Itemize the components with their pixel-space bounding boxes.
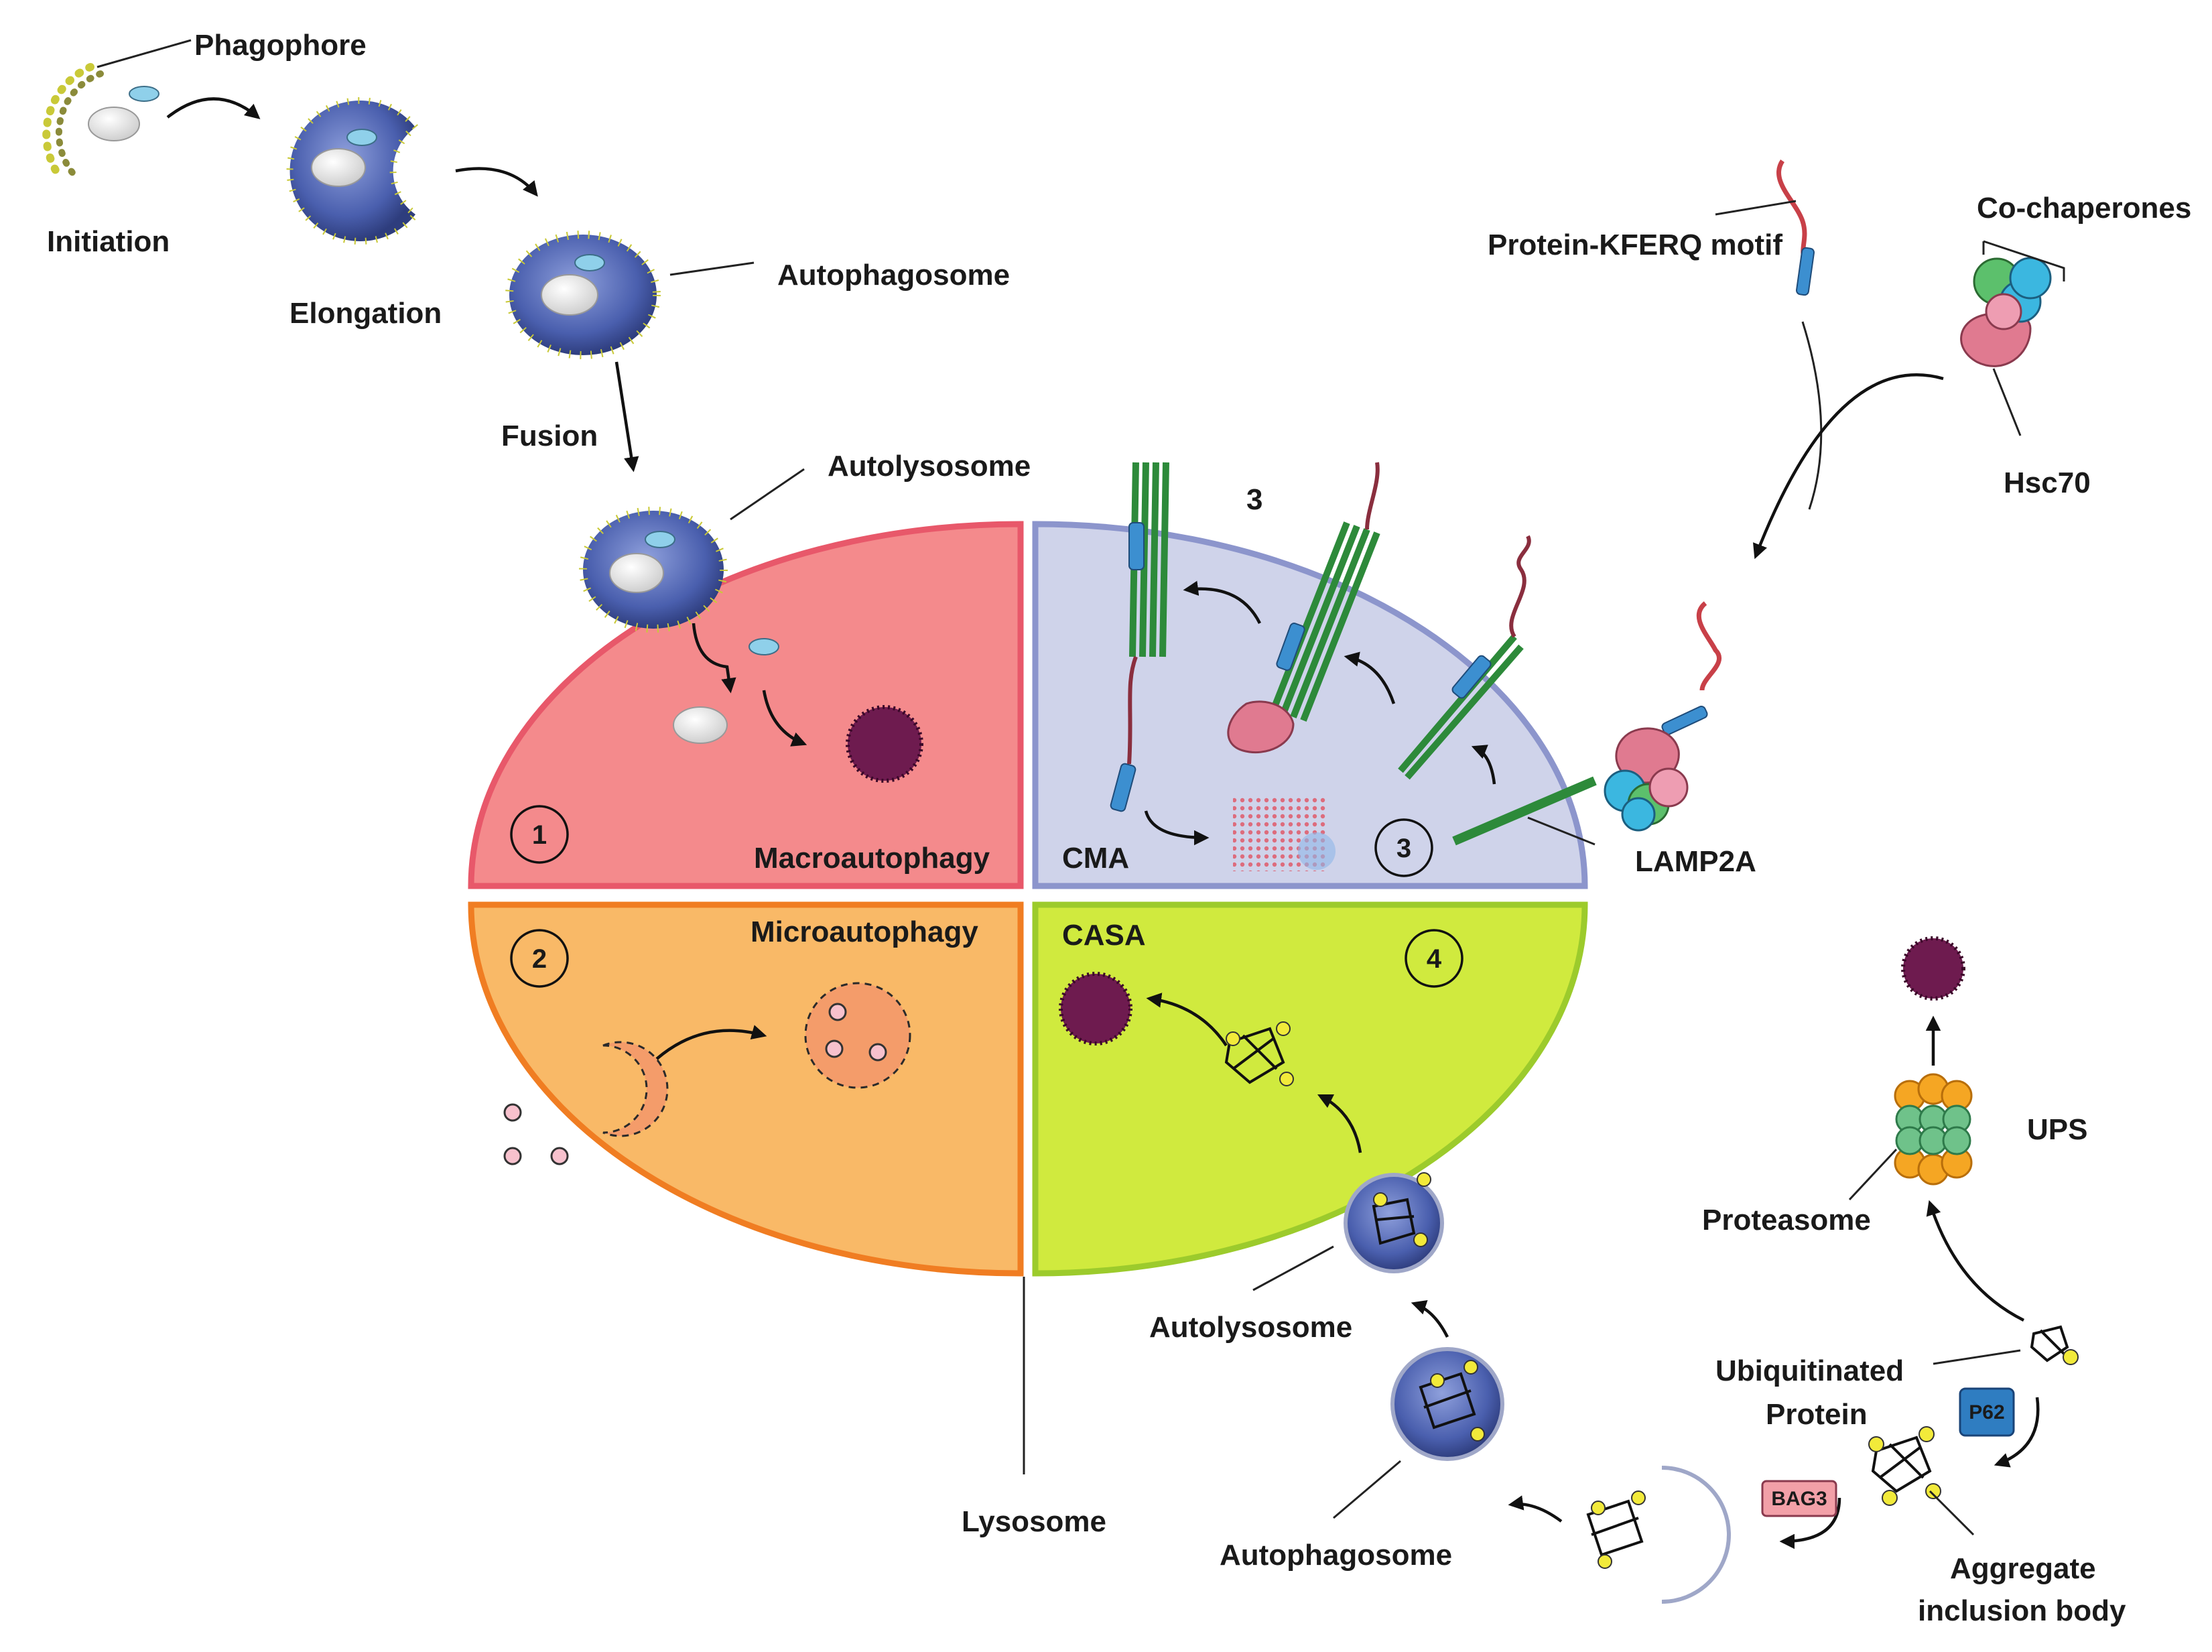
lamp2a-complex-icon [1604, 601, 1722, 832]
forming-autophagosome-icon [1586, 1466, 1731, 1604]
label-fusion: Fusion [501, 420, 598, 452]
label-initiation: Initiation [47, 225, 170, 258]
label-elongation: Elongation [289, 297, 442, 330]
macroautophagy-quadrant [468, 521, 1024, 889]
elongation-vesicle-icon [286, 97, 421, 245]
casa-content [1059, 972, 1294, 1086]
label-phagophore: Phagophore [194, 29, 367, 62]
label-three-top: 3 [1246, 483, 1262, 516]
aggregate-inclusion-body-icon [1868, 1426, 1941, 1506]
casa-quadrant [1032, 901, 1588, 1277]
label-casa: CASA [1062, 919, 1146, 952]
macro-cargo [673, 623, 923, 783]
label-ubiquitinated-line2: Protein [1766, 1398, 1868, 1431]
lamp2a-receptor [1452, 776, 1597, 846]
number-badge-1: 1 [510, 805, 569, 864]
kferq-protein-icon [1776, 160, 1815, 296]
proteasome-icon [1894, 1073, 1973, 1186]
ubiquitinated-protein-icon [2030, 1325, 2079, 1365]
label-proteasome: Proteasome [1702, 1204, 1871, 1236]
number-badge-2: 2 [510, 929, 569, 988]
label-lysosome: Lysosome [962, 1505, 1106, 1538]
hsc70-complex-icon [1960, 257, 2052, 367]
cma-red-tails [1127, 462, 1531, 765]
label-autolysosome-top: Autolysosome [828, 450, 1031, 483]
autolysosome-top-icon [579, 507, 728, 633]
label-cma: CMA [1062, 842, 1129, 875]
svg-text:3: 3 [1396, 834, 1411, 863]
microautophagy-content [503, 982, 911, 1165]
degraded-aggregate-icon [846, 705, 923, 783]
microautophagy-quadrant [468, 901, 1024, 1277]
svg-text:4: 4 [1427, 944, 1442, 974]
label-aggregate-line2: inclusion body [1918, 1594, 2126, 1627]
cma-blue-segments [1110, 522, 1492, 812]
number-badge-3: 3 [1374, 818, 1433, 877]
number-badge-4: 4 [1405, 929, 1463, 988]
label-macroautophagy: Macroautophagy [754, 842, 990, 875]
svg-text:1: 1 [532, 820, 547, 850]
phagophore-icon [42, 63, 159, 182]
label-autophagosome-top: Autophagosome [777, 259, 1010, 292]
autophagosome-top-icon [505, 231, 661, 359]
bag3-badge: BAG3 [1761, 1480, 1837, 1517]
autolysosome-bottom-icon [1344, 1172, 1444, 1273]
ups-degraded-peptide-icon [1901, 936, 1965, 1001]
label-aggregate-line1: Aggregate [1950, 1552, 2096, 1585]
autophagosome-bottom-icon [1390, 1347, 1504, 1461]
label-autophagosome-bottom: Autophagosome [1220, 1539, 1452, 1572]
label-protein-kferq: Protein-KFERQ motif [1488, 229, 1782, 261]
label-microautophagy: Microautophagy [751, 915, 978, 948]
label-ups: UPS [2027, 1113, 2087, 1146]
lysosome [468, 521, 1588, 1474]
hsc70-in-lysosome-icon [1227, 700, 1295, 754]
label-lamp2a: LAMP2A [1635, 845, 1756, 878]
p62-badge: P62 [1959, 1387, 2015, 1437]
label-autolysosome-bottom: Autolysosome [1149, 1311, 1352, 1344]
svg-text:P62: P62 [1969, 1401, 2004, 1423]
label-hsc70: Hsc70 [2004, 466, 2091, 499]
svg-text:2: 2 [532, 944, 547, 974]
label-co-chaperones: Co-chaperones [1977, 192, 2191, 225]
svg-text:BAG3: BAG3 [1771, 1488, 1827, 1510]
label-ubiquitinated-line1: Ubiquitinated [1715, 1354, 1904, 1387]
